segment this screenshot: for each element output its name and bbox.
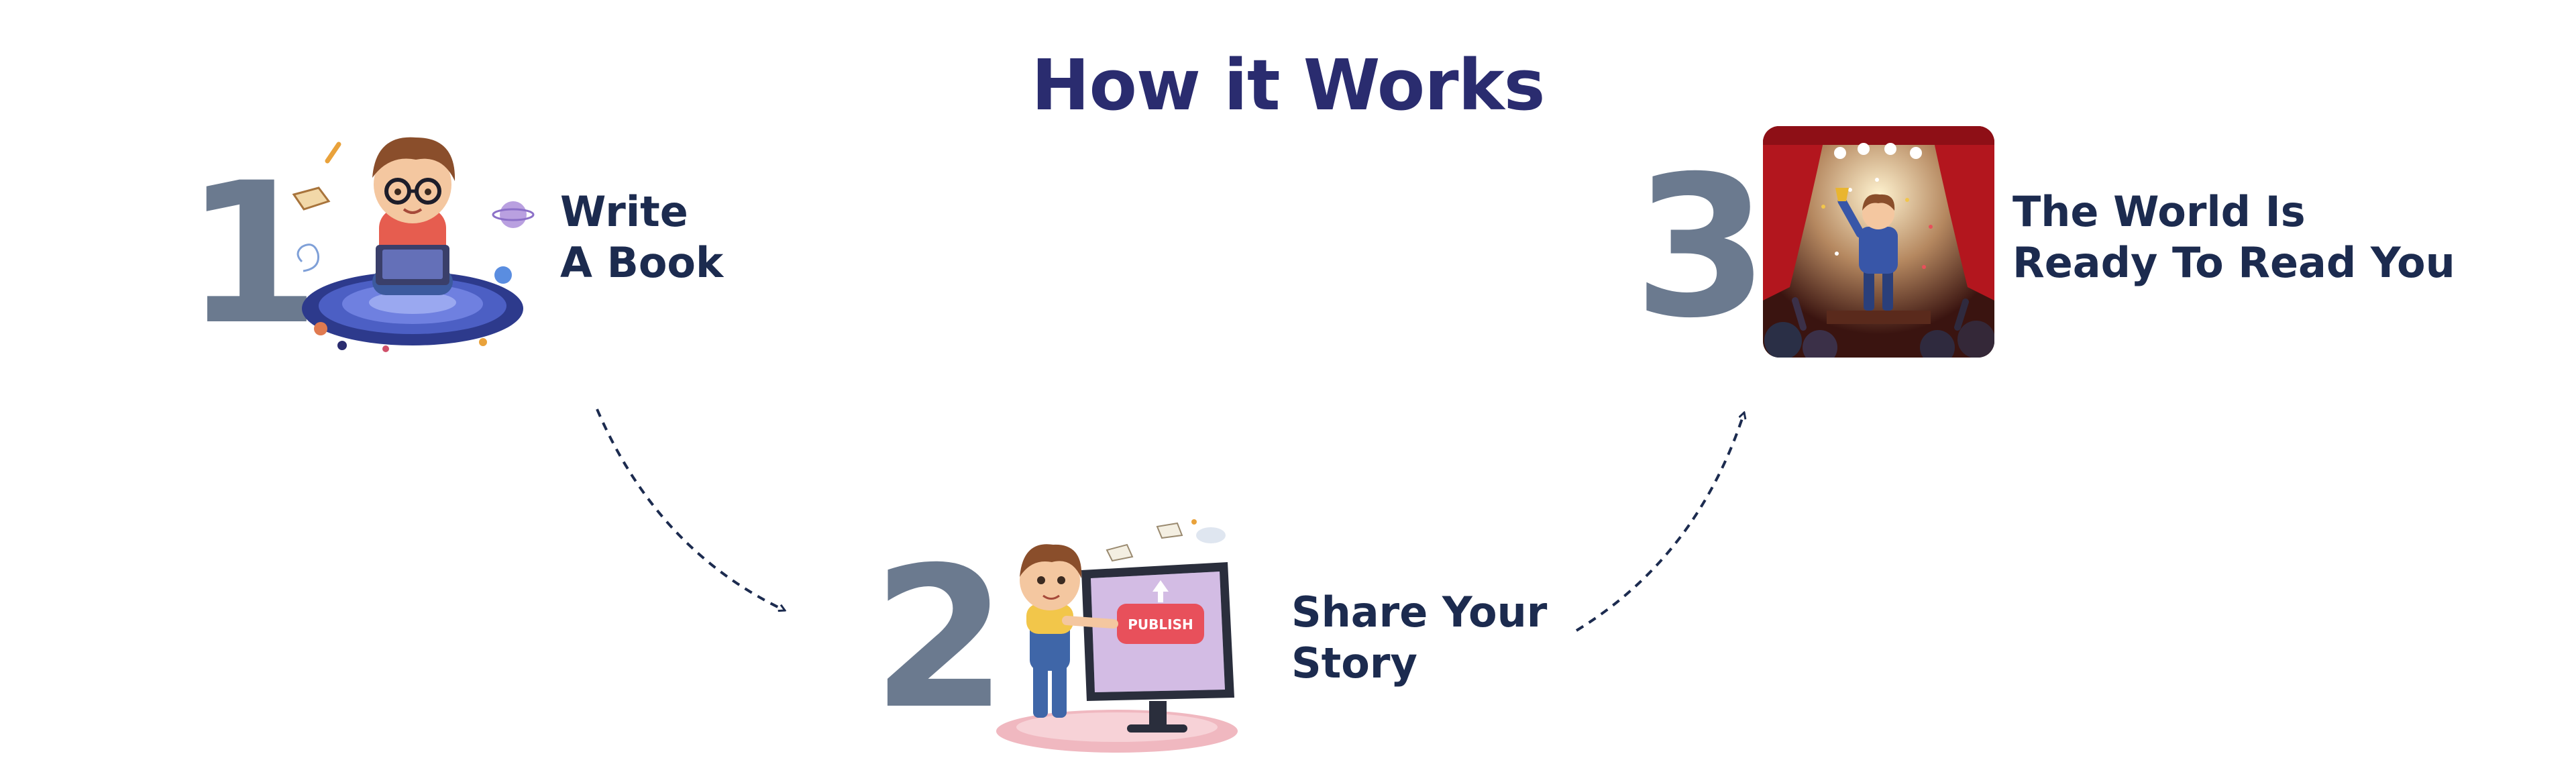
step-2-illustration: PUBLISH: [996, 519, 1238, 753]
step-1-label: Write A Book: [560, 186, 723, 288]
step-3-illustration: [1763, 126, 1994, 358]
arrow-step1-to-step2: [596, 409, 785, 610]
step-1-illustration: [292, 137, 535, 352]
step-3-label: The World Is Ready To Read You: [2012, 186, 2455, 288]
step-3-label-line1: The World Is: [2012, 187, 2306, 236]
step-2-number: 2: [872, 526, 1008, 752]
step-2-label-line1: Share Your: [1291, 588, 1548, 637]
step-3-number: 3: [1633, 135, 1769, 361]
page-title: How it Works: [1031, 44, 1545, 126]
step-3-label-line2: Ready To Read You: [2012, 238, 2455, 287]
step-2-label-line2: Story: [1291, 639, 1417, 688]
step-1-label-line1: Write: [560, 187, 688, 236]
publish-button-text: PUBLISH: [1128, 616, 1193, 633]
arrow-step2-to-step3: [1575, 413, 1744, 632]
step-2-label: Share Your Story: [1291, 587, 1547, 689]
step-1-label-line2: A Book: [560, 238, 724, 287]
